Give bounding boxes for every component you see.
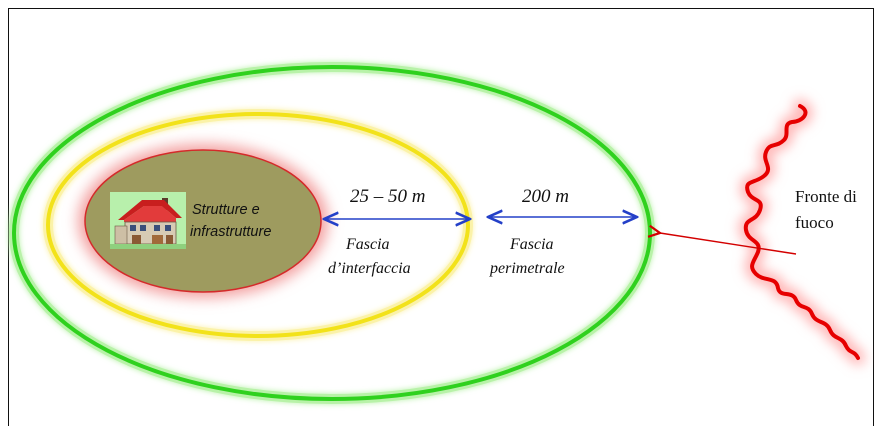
perimeter-band-label-line1: Fascia: [509, 236, 554, 253]
perimeter-band-label-line2: perimetrale: [489, 260, 565, 277]
interface-band-label-line2: d’interfaccia: [328, 260, 411, 277]
interface-distance-label: 25 – 50 m: [350, 186, 425, 207]
fire-direction-arrow: [660, 233, 797, 255]
interface-band-label-line1: Fascia: [345, 236, 390, 253]
fire-front-line: [738, 99, 865, 365]
perimeter-distance-label: 200 m: [522, 186, 569, 207]
core-label-line2: infrastrutture: [190, 224, 271, 240]
fire-label-line2: fuoco: [795, 213, 834, 232]
fire-label-line1: Fronte di: [795, 187, 857, 206]
house-icon: [110, 192, 186, 249]
structures-core-zone: [78, 144, 328, 298]
diagram-frame: [8, 8, 874, 426]
core-label-line1: Strutture e: [192, 202, 260, 218]
